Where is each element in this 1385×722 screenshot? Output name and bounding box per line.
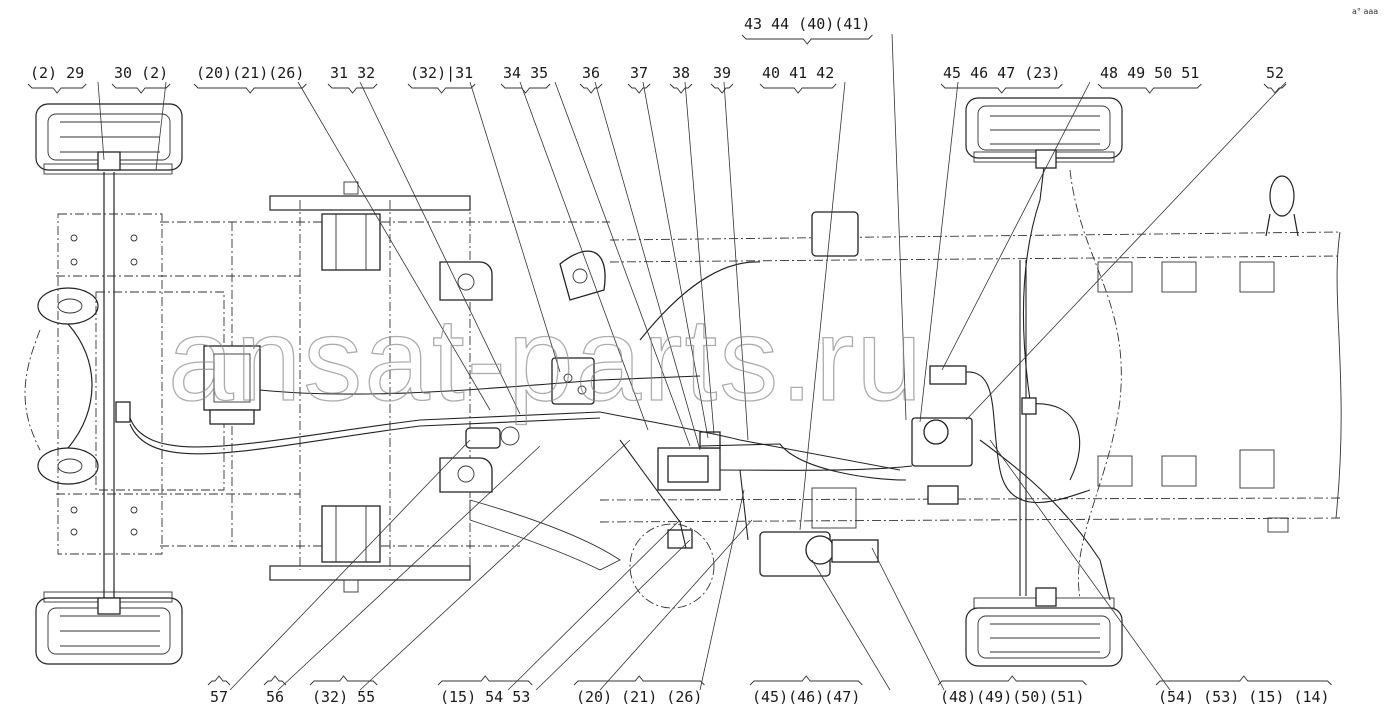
callout-label-top: 31 32 [330, 64, 375, 82]
label-brace [193, 83, 307, 94]
callout-label-bottom: (15) 54 53 [440, 688, 530, 706]
label-brace [1263, 83, 1287, 94]
leader-lines [97, 33, 1287, 691]
label-brace [573, 675, 705, 686]
callout-label-bottom: (45)(46)(47) [752, 688, 860, 706]
label-brace [749, 675, 863, 686]
corner-mark: а° ааа [1352, 7, 1378, 16]
callout-label-top: 45 46 47 (23) [943, 64, 1060, 82]
label-brace [111, 83, 171, 94]
label-brace [309, 675, 378, 686]
callout-label-top: (20)(21)(26) [196, 64, 304, 82]
label-brace [940, 83, 1063, 94]
label-brace [710, 83, 734, 94]
label-brace [327, 83, 378, 94]
label-brace [579, 83, 603, 94]
label-brace [437, 675, 533, 686]
label-brace [759, 83, 837, 94]
center-brake-components [129, 149, 1111, 609]
label-brace [669, 83, 693, 94]
rear-upper-wheel [965, 97, 1123, 169]
label-brace [1097, 83, 1202, 94]
callout-label-top: 37 [630, 64, 648, 82]
callout-label-top: 43 44 (40)(41) [744, 15, 870, 33]
label-brace [741, 34, 873, 45]
label-brace [627, 83, 651, 94]
label-brace [937, 675, 1087, 686]
callout-label-bottom: (48)(49)(50)(51) [940, 688, 1085, 706]
callout-label-top: 48 49 50 51 [1100, 64, 1199, 82]
label-brace [407, 83, 476, 94]
label-brace [27, 83, 87, 94]
callout-label-bottom: (54) (53) (15) (14) [1158, 688, 1330, 706]
rear-axle [965, 97, 1123, 667]
rear-lower-wheel [965, 587, 1123, 667]
callout-label-top: 40 41 42 [762, 64, 834, 82]
label-brace [263, 675, 287, 686]
callout-label-top: 34 35 [503, 64, 548, 82]
callout-label-top: 36 [582, 64, 600, 82]
top-callout-labels: (2) 29 30 (2) (20)(21)(26) 31 32 (32)|31… [30, 15, 1284, 82]
callout-label-top: 39 [713, 64, 731, 82]
callout-label-bottom: 57 [210, 688, 228, 706]
callout-label-bottom: (32) 55 [312, 688, 375, 706]
callout-label-top: 30 (2) [114, 64, 168, 82]
bottom-callout-labels: 57 56 (32) 55 (15) 54 53 (20) (21) (26) … [210, 688, 1330, 706]
callout-label-bottom: 56 [266, 688, 284, 706]
label-brace [500, 83, 551, 94]
callout-label-top: (2) 29 [30, 64, 84, 82]
callout-label-top: (32)|31 [410, 64, 473, 82]
watermark-text: ansat-parts.ru [168, 294, 924, 426]
vehicle-frame [160, 175, 1342, 593]
label-braces [27, 34, 1332, 686]
callout-label-bottom: (20) (21) (26) [576, 688, 702, 706]
label-brace [1155, 675, 1332, 686]
label-brace [207, 675, 231, 686]
callout-label-top: 52 [1266, 64, 1284, 82]
callout-label-top: 38 [672, 64, 690, 82]
front-axle [24, 103, 300, 665]
